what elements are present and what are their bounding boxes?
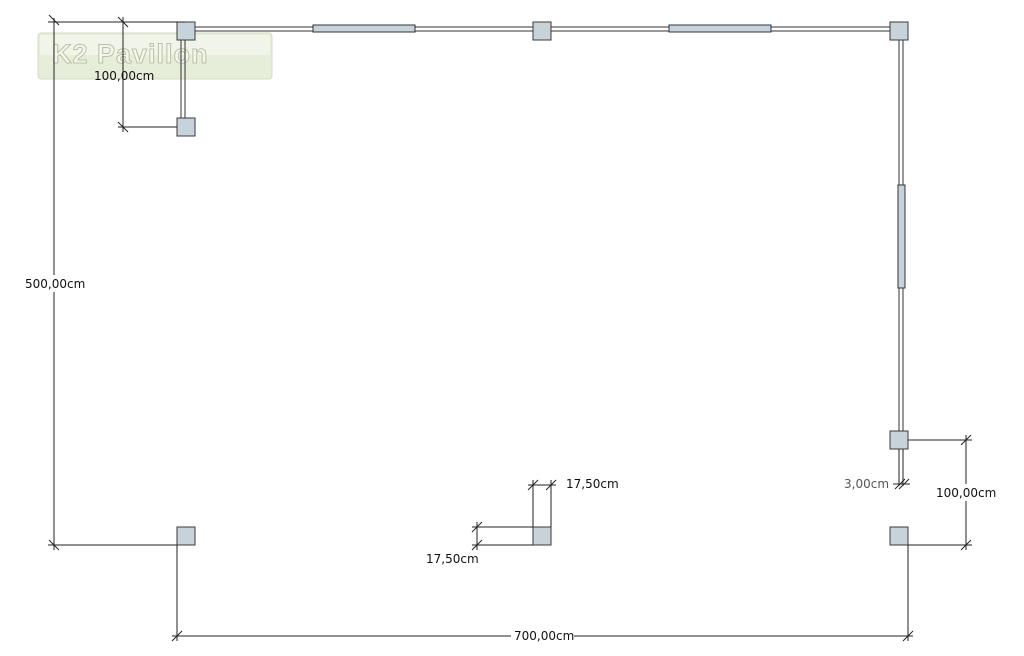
dim-post-offset-right: 100,00cm [936,486,996,500]
logo-text: K2 Pavillon [52,39,209,69]
post-top-middle [532,21,552,41]
post-bottom-middle [532,526,552,546]
post-right-inner [889,430,909,450]
dim-total-depth: 500,00cm [25,277,85,291]
dim-post-width-a: 17,50cm [566,477,619,491]
right-offset-label-bg [933,484,999,501]
top-wall-panel-left [312,24,416,33]
dim-post-width-b: 17,50cm [426,552,479,566]
depth-label-bg [16,275,92,292]
post-top-left [176,21,196,41]
dim-wall-thickness: 3,00cm [844,477,889,491]
dim-post-offset-top: 100,00cm [94,69,154,83]
post-bottom-left [176,526,196,546]
posts [176,21,909,546]
left-short-wall [180,31,186,120]
dim-total-width: 700,00cm [514,629,574,643]
post-top-right [889,21,909,41]
width-label-bg [511,628,574,644]
post-bottom-right [889,526,909,546]
dimension-lines [48,14,972,642]
logo-watermark: K2 Pavillon [37,32,273,80]
post-left-inner [176,117,196,137]
right-wall-panel [897,184,906,289]
top-wall-panel-right [668,24,772,33]
